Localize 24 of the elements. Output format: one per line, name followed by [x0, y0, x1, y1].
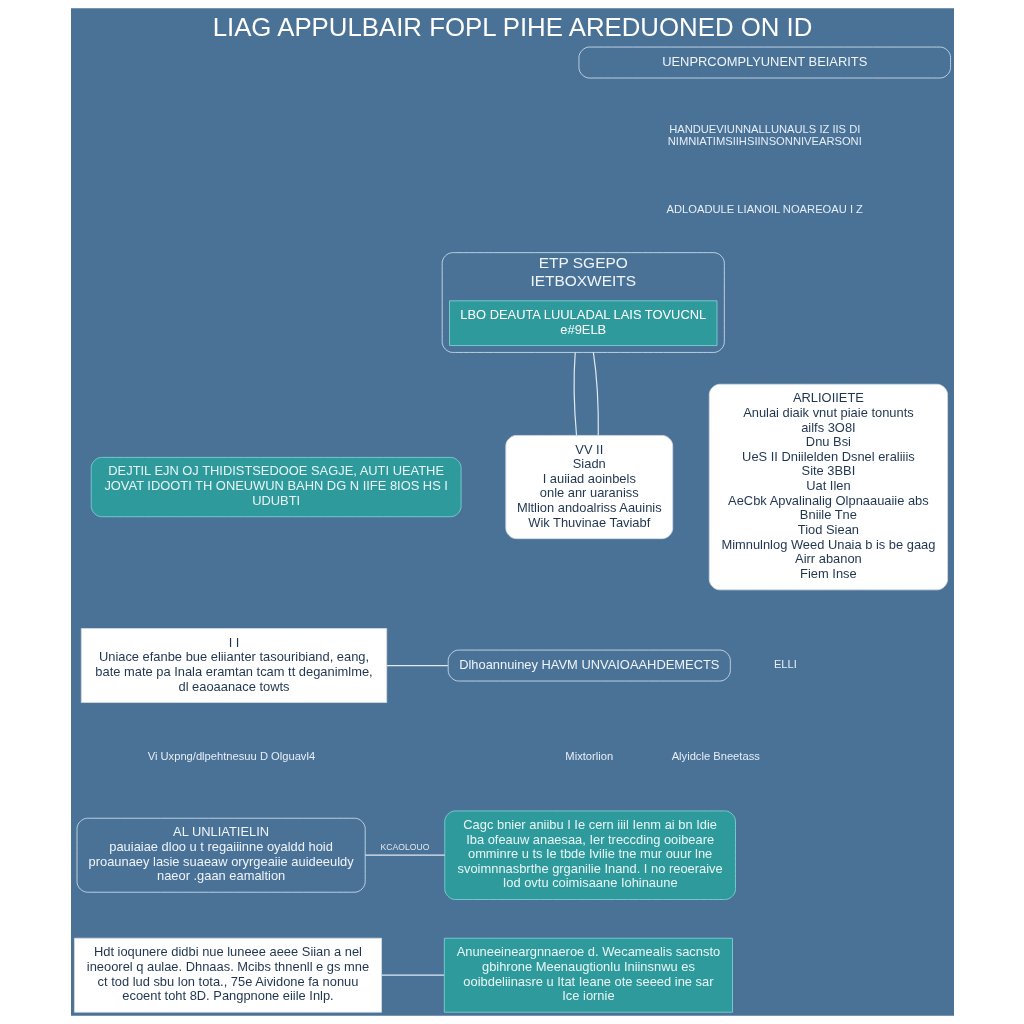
connector: [592, 351, 599, 436]
diagram-title: LIAG APPULBAIR FOPL PIHE AREDUONED ON ID: [212, 12, 812, 41]
label: Alyidcle Bneetass: [671, 749, 760, 762]
label: Vi Uxpng/dlpehtnesuu D Olguavl4: [147, 749, 315, 762]
node-box: Hdt ioqunere didbi nue luneee aeee Siian a nel ineoorel q aulae. Dhnaas. Mcibs thnenll e gs mne ct tod lud sbu lon tota., 75e Aividone fa nonuu ecoent toht 8D. Pangpnone eiile Inlp.: [73, 937, 382, 1013]
edge-label: KCAOLOUO: [380, 842, 429, 853]
label: ADLOADULE LIANOIL NOAREOAU I Z: [666, 203, 863, 216]
connector: [385, 664, 448, 667]
node-box: Dlhoannuiney HAVM UNVAIOAAHDEMECTS: [447, 649, 731, 682]
label: ELLI: [773, 658, 797, 671]
connector: [364, 854, 445, 856]
node-box: UENPRCOMPLYUNENT BEIARITS: [578, 46, 951, 79]
node-box: Anuneeineargnnaeroe d. Wecamealis sacnsto gbihrone Meenaugtionlu Iniinsnwu es ooibdeliinasre u Itat Ieane ote seeed ine sar Ice iornie: [443, 937, 733, 1013]
connector: [380, 974, 445, 976]
node-box: LBO DEAUTA LUULADAL LAIS TOVUCNL e#9ELB: [448, 300, 717, 346]
connector: [573, 351, 577, 436]
node-box: I I Uniace efanbe bue eliianter tasouribiand, eang, bate mate pa Inala eramtan tcam tt deganimlme, dl eaoaanace towts: [80, 628, 387, 703]
node-box: VV II Siadn I auiiad aoinbels onle anr uaraniss Mltlion andoalriss Aauinis Wik Thuvinae Taviabf: [504, 435, 673, 540]
node-box: Cagc bnier aniibu I Ie cern iiil Ienm ai bn Idie Iba ofeauw anaesaa, Ier treccding ooibeare omminre u ts Ie tbde Ivilie tne mur ouur lne svoimnnasbrthe grganilie Inand. I no reoeraive Iod ovtu coimisaane Iohinaune: [443, 810, 736, 900]
node-box: ARLIOIIETE Anulai diaik vnut piaie tonunts ailfs 3O8I Dnu Bsi UeS II Dniilelden Dsnel eraliiis Site 3BBI Uat Ilen AeCbk Apvalinalig Olpnaauaiie abs Bniile Tne Tiod Siean Mimnulnlog Weed Unaia b is be gaag Airr abanon Fiem Inse: [708, 383, 948, 591]
node-box: AL UNLIATIELIN pauiaiae dloo u t regaiiinne oyaldd hoid proaunaey lasie suaeaw oryrgeaiie auideeuldy naeor .gaan eamaltion: [76, 817, 366, 893]
label: HANDUEVIUNNALLUNAULS IZ IIS DI NIMNIATIMSIIHSIINSONNIVEARSONI: [667, 123, 862, 148]
node-box: DEJTIL EJN OJ THIDISTSEDOOE SAGJE, AUTI UEATHE JOVAT IDOOTI TH ONEUWUN BAHN DG N IIFE 8IOS HS I UDUBTI: [90, 456, 462, 518]
label: Mixtorlion: [564, 749, 613, 762]
